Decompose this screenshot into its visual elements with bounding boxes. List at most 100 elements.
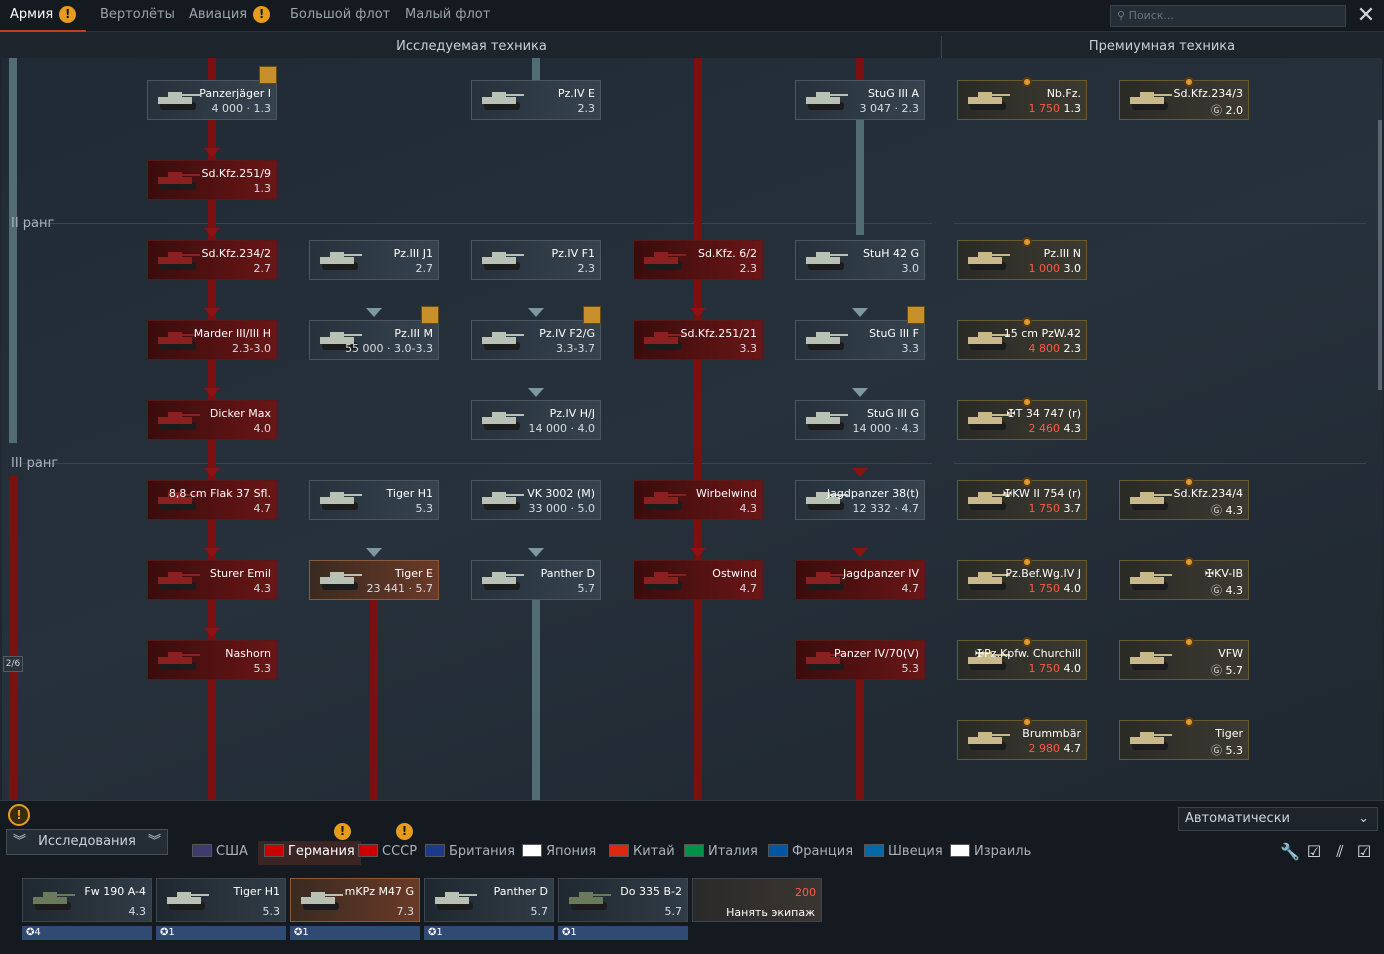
arrow-icon [204,548,220,557]
hire-crew-button[interactable]: 200 Нанять экипаж [692,878,822,922]
battle-rating: 4.3 [1063,422,1082,435]
tank-icon [964,568,1012,594]
arrow-icon [204,148,220,157]
gift-icon: Ⓖ [1211,504,1226,517]
rank-progress-bar [9,58,17,443]
tab-army[interactable]: Армия! [0,0,87,32]
nation-tab-4[interactable]: Япония [522,841,596,865]
tab-helicopters[interactable]: Вертолёты [100,7,175,22]
vehicle-stats: 4 000 · 1.3 [211,102,271,115]
checkbox-icon[interactable]: ☑ [1306,842,1322,861]
nation-tab-0[interactable]: США [192,841,248,865]
nation-tab-9[interactable]: Израиль [950,841,1031,865]
vehicle-stats: 3.3-3.7 [556,342,595,355]
premium-icon [1184,637,1194,647]
nation-tab-7[interactable]: Франция [768,841,853,865]
rank-pager[interactable]: 2/6 [3,656,23,672]
checkbox-icon[interactable]: ☑ [1356,842,1372,861]
search-input[interactable]: ⚲ Поиск... [1110,5,1346,27]
tank-icon [1126,88,1174,114]
crew-star-icon: ✪ [562,927,571,938]
vehicle-price: 1 750 [1028,662,1061,675]
vehicle-card[interactable]: Jagdpanzer 38(t)12 332 · 4.7 [795,480,925,520]
tank-icon [1126,568,1174,594]
vehicle-name: Dicker Max [209,407,271,420]
nation-tab-3[interactable]: Британия [425,841,515,865]
vehicle-card[interactable]: Panzer IV/70(V)5.3 [795,640,925,680]
nation-tab-5[interactable]: Китай [609,841,675,865]
premium-vehicle-card[interactable]: ✠KW II 754 (r)1 750 3.7 [957,477,1087,520]
vehicle-price: 1 750 [1028,582,1061,595]
wrench-icon[interactable]: 🔧 [1280,842,1300,861]
crew-preset-select[interactable]: Автоматически⌄ [1178,807,1378,831]
tab-coastal-fleet[interactable]: Малый флот [405,7,491,22]
close-icon[interactable]: ✕ [1356,3,1376,28]
nation-tab-1[interactable]: Германия! [258,823,361,865]
premium-vehicle-card[interactable]: ✠T 34 747 (r)2 460 4.3 [957,397,1087,440]
premium-vehicle-card[interactable]: Nb.Fz.1 750 1.3 [957,77,1087,120]
vehicle-stats: 5.7 [577,582,596,595]
tab-bluewater-fleet[interactable]: Большой флот [290,7,391,22]
nation-tab-8[interactable]: Швеция [864,841,943,865]
arrow-icon [528,308,544,317]
scrollbar[interactable] [1378,120,1382,390]
vehicle-card[interactable]: VK 3002 (M)33 000 · 5.0 [471,480,601,520]
tank-icon [802,488,850,514]
arrow-icon [528,388,544,397]
nation-tab-6[interactable]: Италия [684,841,758,865]
vehicle-name: Do 335 B-2 [620,885,682,898]
flag-icon [358,844,378,857]
vehicle-name: Tiger E [394,567,433,580]
alert-shield-icon[interactable]: ! [8,804,30,826]
tab-aviation[interactable]: Авиация! [189,0,271,32]
nation-tab-2[interactable]: СССР! [358,823,417,865]
research-toggle-button[interactable]: ︾Исследования︾ [6,829,168,855]
ammo-icon[interactable]: ⫽ [1336,842,1344,861]
warning-icon: ! [396,823,413,840]
vehicle-card[interactable]: 8,8 cm Flak 37 Sfl.4.7 [147,480,277,520]
vehicle-name: Pz.IV H/J [549,407,595,420]
tank-icon [640,568,688,594]
